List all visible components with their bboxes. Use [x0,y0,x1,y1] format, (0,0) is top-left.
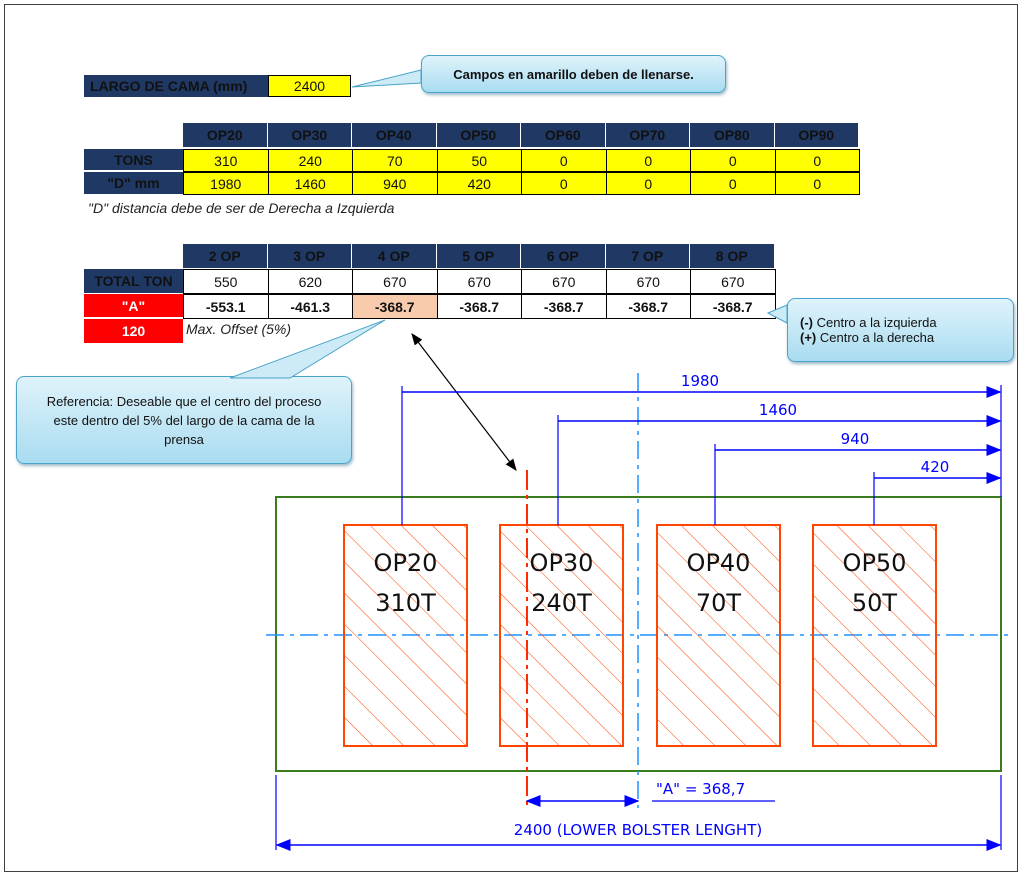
station-tonnage: 240T [531,589,592,617]
a-value-cell: -368.7 [352,294,438,319]
right-center-text: Centro a la derecha [816,330,935,345]
tons-input[interactable]: 240 [267,149,353,172]
ops-count-header: 2 OP [183,244,268,268]
station-op40: OP40 70T [656,524,781,747]
sheet-frame [4,4,1018,872]
d-input[interactable]: 0 [774,172,860,195]
d-input[interactable]: 0 [605,172,691,195]
total-ton-cell: 670 [690,269,776,294]
d-input[interactable]: 420 [436,172,522,195]
d-input[interactable]: 1980 [183,172,269,195]
station-name: OP30 [530,549,594,577]
left-center-text: Centro a la izquierda [813,315,937,330]
bed-length-label: LARGO DE CAMA (mm) [84,75,268,97]
station-body [656,524,781,747]
offset-pointer-arrow [411,333,517,471]
station-tonnage: 70T [696,589,742,617]
ops-header-op70: OP70 [605,123,690,147]
ops-count-header: 4 OP [352,244,437,268]
station-body [499,524,624,747]
plus-sign: (+) [800,330,817,345]
ops-count-header: 7 OP [605,244,690,268]
ops-header-op90: OP90 [774,123,859,147]
fill-instructions-callout: Campos en amarillo deben de llenarse. [421,55,726,93]
dimension-text-d: 1460 [759,401,797,419]
d-input[interactable]: 0 [690,172,776,195]
sign-convention-callout: (-) Centro a la izquierda (+) Centro a l… [787,298,1014,362]
d-input[interactable]: 1460 [267,172,353,195]
distance-note: "D" distancia debe de ser de Derecha a I… [88,200,395,216]
total-ton-label: TOTAL TON [84,269,183,293]
station-tonnage: 310T [375,589,436,617]
ops-count-header: 6 OP [521,244,606,268]
ops-count-header: 8 OP [690,244,775,268]
fill-callout-pointer [351,69,422,88]
sign-callout-pointer [766,304,788,324]
ops-count-header: 3 OP [267,244,352,268]
bed-length-input[interactable]: 2400 [268,75,351,97]
dimension-text-d: 420 [921,458,950,476]
station-name: OP40 [687,549,751,577]
station-tonnage: 50T [852,589,898,617]
ops-header-op80: OP80 [690,123,775,147]
a-dimension-text: "A" = 368,7 [656,780,745,798]
d-row-label: "D" mm [84,172,183,194]
max-offset-value: 120 [84,319,183,343]
ops-count-header: 5 OP [436,244,521,268]
station-body [343,524,468,747]
station-op30: OP30 240T [499,524,624,747]
reference-callout-pointer [229,319,386,379]
station-body [812,524,937,747]
ops-header-op30: OP30 [267,123,352,147]
bolster-dimension-text: 2400 (LOWER BOLSTER LENGHT) [514,821,762,839]
ops-header-op20: OP20 [183,123,268,147]
tons-input[interactable]: 50 [436,149,522,172]
a-row-label: "A" [84,294,183,318]
station-name: OP50 [843,549,907,577]
a-value-cell: -368.7 [690,294,776,319]
reference-callout: Referencia: Deseable que el centro del p… [16,376,352,464]
dimension-text-d: 1980 [681,372,719,390]
tons-row-label: TONS [84,149,183,171]
tons-input[interactable]: 0 [774,149,860,172]
ops-header-op50: OP50 [436,123,521,147]
ops-header-op60: OP60 [521,123,606,147]
station-name: OP20 [374,549,438,577]
d-input[interactable]: 940 [352,172,438,195]
station-op20: OP20 310T [343,524,468,747]
tons-input[interactable]: 0 [521,149,607,172]
dimension-text-d: 940 [841,430,870,448]
tons-input[interactable]: 310 [183,149,269,172]
minus-sign: (-) [800,315,813,330]
ops-header-op40: OP40 [352,123,437,147]
max-offset-label: Max. Offset (5%) [186,321,292,337]
station-op50: OP50 50T [812,524,937,747]
